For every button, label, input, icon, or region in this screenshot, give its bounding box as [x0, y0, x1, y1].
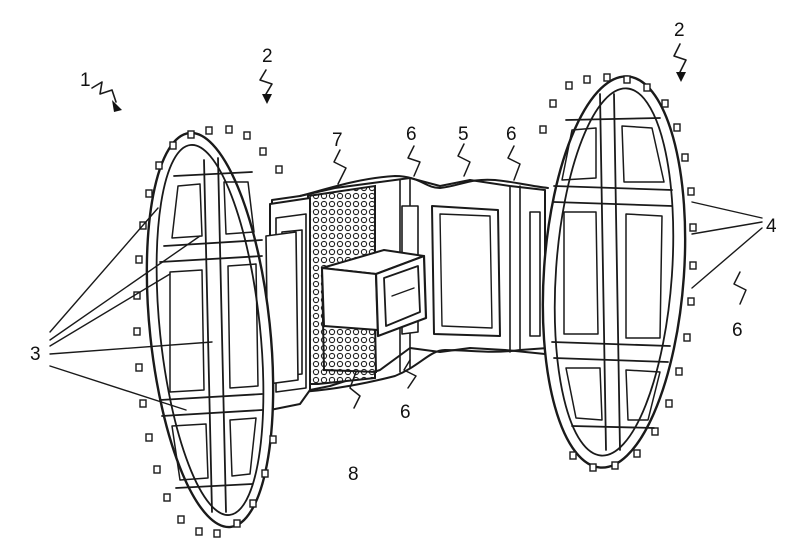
label-2-left: 2	[262, 46, 273, 67]
label-2-right: 2	[674, 20, 685, 41]
label-4: 4	[766, 216, 777, 237]
label-1: 1	[80, 70, 91, 91]
label-3: 3	[30, 344, 41, 365]
label-7: 7	[332, 130, 343, 151]
label-5: 5	[458, 124, 469, 145]
disc-right	[539, 73, 697, 472]
leader-lines	[49, 43, 763, 411]
label-6-top-right: 6	[506, 124, 517, 145]
left-ribs	[159, 157, 263, 513]
hub	[320, 249, 428, 374]
label-6-top-left: 6	[406, 124, 417, 145]
label-6-bottom: 6	[400, 402, 411, 423]
right-ribs	[551, 93, 673, 451]
left-windows	[169, 181, 259, 481]
reference-numerals: 1 2 2 3 4 5 6 6 6 6 7 8	[30, 20, 777, 485]
right-rim-studs	[539, 73, 697, 472]
left-rim-studs	[133, 125, 283, 538]
disc-left	[133, 125, 283, 538]
right-windows	[561, 125, 665, 421]
label-6-right: 6	[732, 320, 743, 341]
label-8: 8	[348, 464, 359, 485]
